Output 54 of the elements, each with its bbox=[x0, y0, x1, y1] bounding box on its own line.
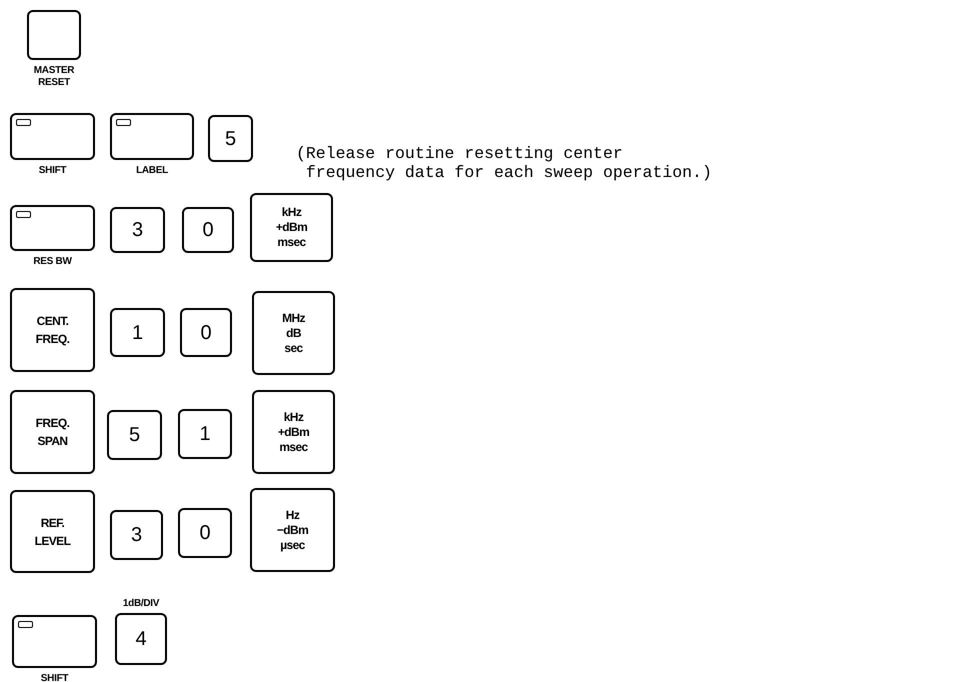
key-caption: MASTER RESET bbox=[32, 65, 76, 88]
key-button bbox=[10, 390, 95, 474]
key-digit: 1 bbox=[199, 424, 211, 444]
unit-label: sec bbox=[284, 340, 303, 356]
key-caption: RES BW bbox=[32, 256, 73, 268]
key-button bbox=[27, 10, 81, 60]
key-button bbox=[110, 207, 165, 253]
key-button bbox=[182, 207, 234, 253]
key-label: CENT. FREQ. bbox=[34, 313, 70, 348]
key-button bbox=[250, 488, 335, 572]
key-digit: 5 bbox=[128, 425, 140, 445]
note-text: (Release routine resetting center frequency data for each sweep operation.) bbox=[296, 145, 713, 183]
unit-label: dB bbox=[286, 326, 301, 340]
key-digit: 0 bbox=[202, 220, 214, 240]
unit-label: +dBm bbox=[278, 424, 310, 440]
key-button bbox=[12, 615, 97, 668]
unit-label: MHz bbox=[282, 310, 305, 326]
key-button bbox=[110, 510, 163, 560]
key-digit: 0 bbox=[199, 523, 211, 543]
key-caption: SHIFT bbox=[40, 673, 70, 682]
key-digit: 5 bbox=[224, 128, 236, 148]
key-button bbox=[178, 409, 232, 459]
key-digit: 1 bbox=[132, 322, 144, 342]
unit-label: Hz bbox=[286, 508, 300, 522]
key-digit: 4 bbox=[135, 629, 147, 649]
key-caption: 1dB/DIV bbox=[122, 598, 160, 610]
key-button bbox=[10, 288, 95, 372]
key-button bbox=[110, 308, 165, 357]
key-digit: 0 bbox=[200, 322, 212, 342]
key-button bbox=[115, 613, 167, 665]
key-label: FREQ. SPAN bbox=[34, 415, 70, 450]
unit-label: µsec bbox=[280, 538, 305, 552]
unit-label: kHz bbox=[284, 410, 304, 424]
key-button bbox=[110, 113, 194, 160]
key-button bbox=[180, 308, 232, 357]
unit-label: kHz bbox=[282, 205, 302, 220]
key-label: REF. LEVEL bbox=[34, 514, 72, 550]
unit-label: msec bbox=[279, 440, 308, 454]
key-button bbox=[107, 410, 162, 460]
key-caption: LABEL bbox=[135, 165, 169, 176]
key-button bbox=[10, 490, 95, 573]
key-caption: SHIFT bbox=[38, 165, 68, 176]
key-button bbox=[10, 113, 95, 160]
key-button bbox=[252, 390, 335, 474]
key-button bbox=[208, 115, 253, 162]
key-button bbox=[10, 205, 95, 251]
key-button bbox=[250, 193, 333, 262]
unit-label: −dBm bbox=[276, 522, 308, 538]
unit-label: +dBm bbox=[276, 220, 308, 235]
unit-label: msec bbox=[277, 235, 306, 250]
key-digit: 3 bbox=[132, 220, 144, 240]
key-digit: 3 bbox=[130, 525, 142, 545]
key-button bbox=[252, 291, 335, 375]
key-button bbox=[178, 508, 232, 558]
